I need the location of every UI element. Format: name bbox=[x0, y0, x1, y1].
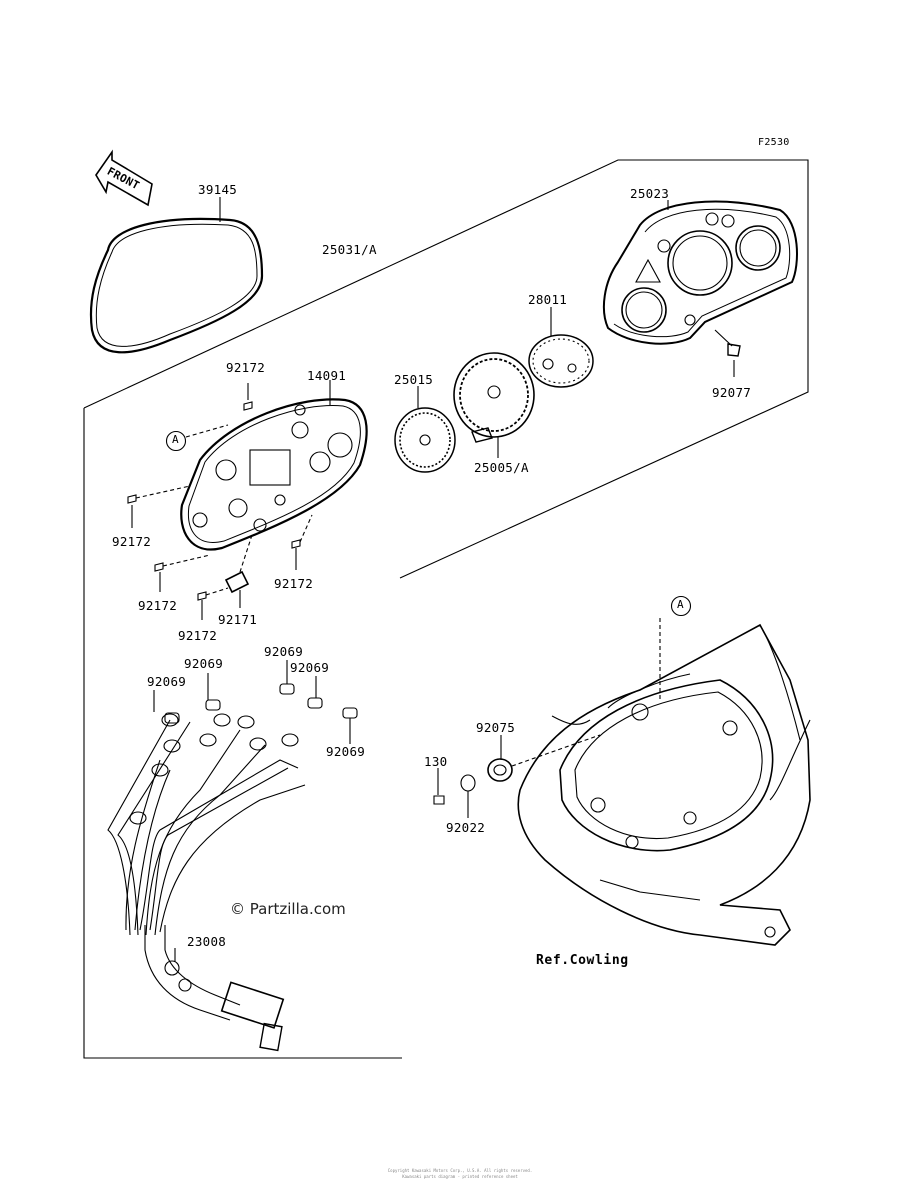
part-label-92022: 92022 bbox=[446, 820, 486, 835]
harness-23008 bbox=[107, 713, 306, 1052]
part-label-28011: 28011 bbox=[528, 292, 568, 307]
spacer-92171 bbox=[224, 534, 253, 608]
part-label-14091: 14091 bbox=[307, 368, 347, 383]
part-label-25015: 25015 bbox=[394, 372, 434, 387]
screw-130 bbox=[433, 768, 445, 805]
figure-code: F2530 bbox=[758, 137, 790, 148]
dial-28011 bbox=[528, 334, 594, 388]
part-label-92069-4: 92069 bbox=[147, 674, 187, 689]
part-label-23008: 23008 bbox=[187, 934, 227, 949]
gasket-39145 bbox=[89, 217, 264, 354]
footer-line-2: Kawasaki parts diagram - printed referen… bbox=[402, 1174, 518, 1179]
part-label-25005: 25005/A bbox=[474, 460, 529, 475]
part-label-92069-2: 92069 bbox=[184, 656, 224, 671]
meter-case-14091 bbox=[180, 398, 368, 551]
part-label-92172-lower: 92172 bbox=[138, 598, 178, 613]
part-label-130: 130 bbox=[424, 754, 448, 769]
part-label-92171: 92171 bbox=[218, 612, 258, 627]
assembly-frame bbox=[83, 159, 809, 579]
tachometer-25015 bbox=[394, 407, 456, 473]
part-label-92172-bottom: 92172 bbox=[178, 628, 218, 643]
callout-a-upper bbox=[165, 430, 187, 452]
part-label-25031: 25031/A bbox=[322, 242, 377, 257]
washer-92022 bbox=[460, 774, 476, 818]
part-label-92172-left: 92172 bbox=[112, 534, 152, 549]
screw-92077 bbox=[714, 329, 741, 357]
front-arrow-icon bbox=[95, 149, 153, 207]
grommet-92075 bbox=[487, 734, 601, 782]
part-label-92075: 92075 bbox=[476, 720, 516, 735]
footer-line-1: Copyright Kawasaki Motors Corp., U.S.A. … bbox=[387, 1168, 533, 1173]
watermark: © Partzilla.com bbox=[230, 900, 346, 918]
screws-92172 bbox=[127, 383, 313, 620]
speedometer-25005 bbox=[453, 352, 535, 443]
part-label-92069-3: 92069 bbox=[290, 660, 330, 675]
meter-cover-25023 bbox=[602, 200, 798, 345]
callout-a-lower-letter: A bbox=[677, 598, 684, 611]
bulbs-92069 bbox=[153, 660, 358, 744]
part-label-92069-1: 92069 bbox=[264, 644, 304, 659]
part-label-92077: 92077 bbox=[712, 385, 752, 400]
callout-a-upper-letter: A bbox=[172, 433, 179, 446]
part-label-92172-mid: 92172 bbox=[274, 576, 314, 591]
cowling-reference bbox=[517, 623, 811, 946]
lower-frame bbox=[83, 408, 402, 1059]
part-label-92172-top: 92172 bbox=[226, 360, 266, 375]
part-label-25023: 25023 bbox=[630, 186, 670, 201]
part-label-39145: 39145 bbox=[198, 182, 238, 197]
part-label-92069-5: 92069 bbox=[326, 744, 366, 759]
callout-a-lower bbox=[670, 595, 692, 617]
ref-cowling-label: Ref.Cowling bbox=[536, 953, 629, 968]
